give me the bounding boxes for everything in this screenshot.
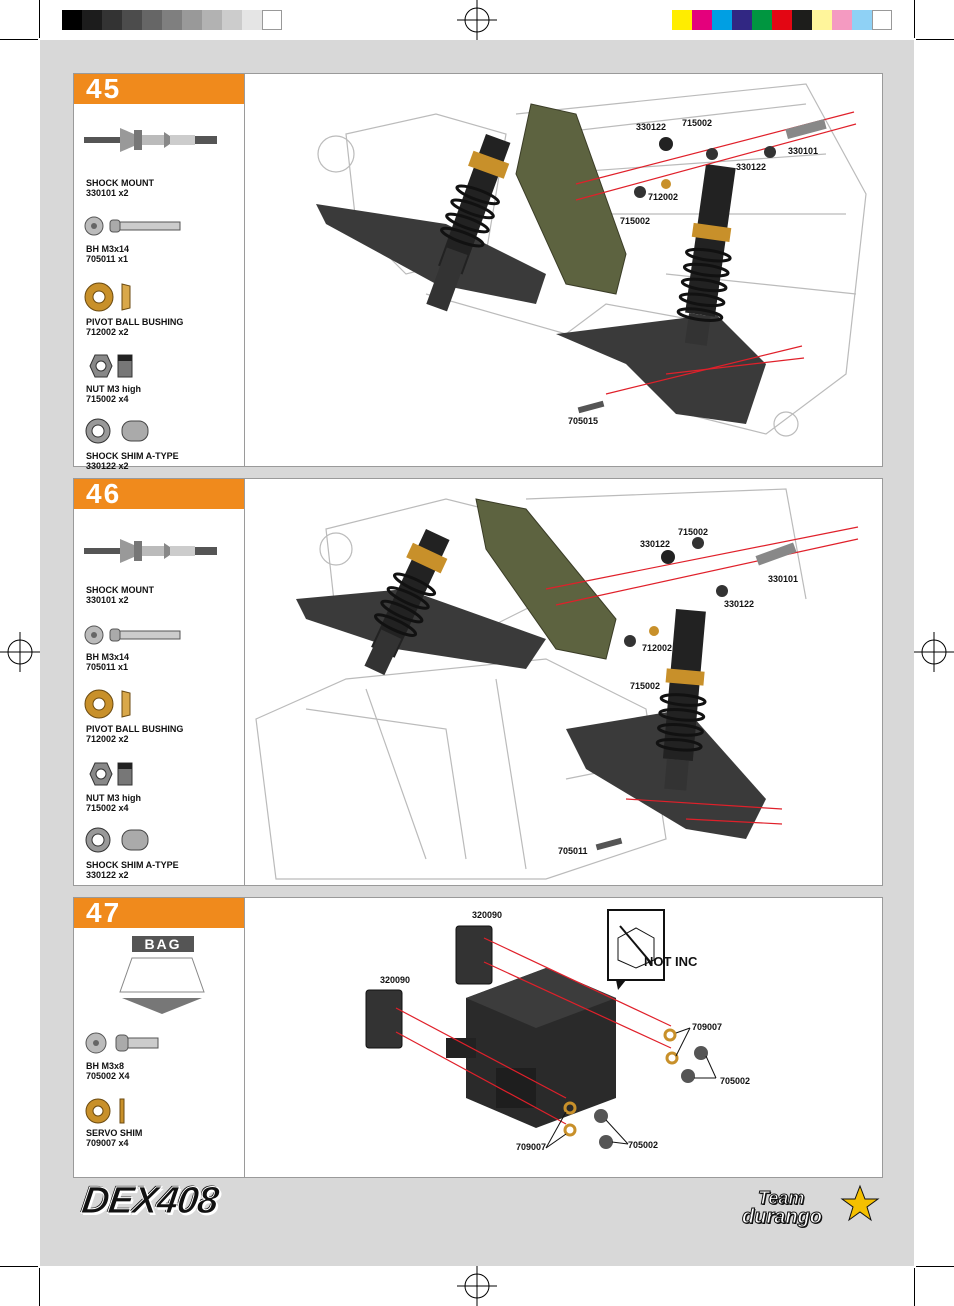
screw-icon [85, 1032, 159, 1054]
registration-mark-bottom [457, 1266, 497, 1306]
suspension-diagram [255, 488, 859, 880]
screw-icon [84, 216, 181, 236]
assembly-illustration: 330122 715002 330101 330122 712002 71500… [246, 74, 882, 466]
callout-label: 709007 [692, 1022, 723, 1032]
callout-label: 320090 [472, 910, 503, 920]
registration-mark-right [914, 632, 954, 672]
servo-diagram [365, 909, 717, 1149]
callout-label: 705002 [720, 1076, 751, 1086]
callout-label: 330122 [640, 539, 671, 549]
team-durango-logo: Team durango [742, 1184, 882, 1232]
callout-label: 709007 [516, 1142, 547, 1152]
callout-label: 330122 [736, 162, 767, 172]
callout-label: 715002 [620, 216, 651, 226]
model-logo: DEX408 [79, 1180, 221, 1223]
servo-shim-icon [85, 1098, 125, 1124]
callout-label: 705011 [558, 846, 588, 856]
step-number: 46 [74, 479, 244, 509]
bushing-icon [84, 282, 131, 312]
assembly-illustration: NOT INC 320090 320090 709007 705002 7090… [246, 898, 882, 1177]
bushing-icon [84, 689, 131, 719]
shock-mount-icon [84, 539, 217, 563]
callout-label: 715002 [682, 118, 713, 128]
callout-label: 705015 [568, 416, 599, 426]
assembly-illustration: 715002 330122 330101 330122 712002 71500… [246, 479, 882, 885]
callout-label: 330122 [636, 122, 667, 132]
bag-icon [119, 957, 205, 1014]
shim-icon [85, 827, 149, 853]
callout-label: 712002 [642, 643, 673, 653]
step-number: 47 [74, 898, 244, 928]
nut-icon [89, 762, 133, 786]
shock-mount-icon [84, 128, 217, 152]
callout-label: 330101 [768, 574, 799, 584]
registration-mark-left [0, 632, 40, 672]
bag-label: BAG [132, 936, 194, 952]
star-icon [840, 1184, 880, 1222]
registration-mark-top [457, 0, 497, 40]
nut-icon [89, 354, 133, 378]
callout-label: 330122 [724, 599, 755, 609]
not-included-label: NOT INC [644, 954, 698, 969]
callout-label: 715002 [630, 681, 661, 691]
step-number: 45 [74, 74, 244, 104]
suspension-diagram [316, 83, 867, 437]
callout-label: 715002 [678, 527, 709, 537]
callout-label: 705002 [628, 1140, 659, 1150]
shim-icon [85, 418, 149, 444]
callout-label: 712002 [648, 192, 679, 202]
callout-label: 330101 [788, 146, 819, 156]
callout-label: 320090 [380, 975, 411, 985]
screw-icon [84, 625, 181, 645]
